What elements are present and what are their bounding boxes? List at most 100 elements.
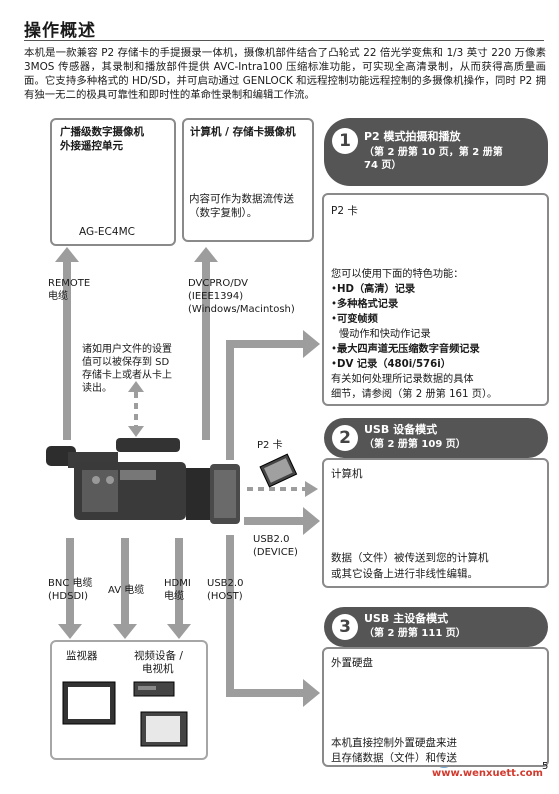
mode1-header: 1 P2 模式拍摄和播放 （第 2 册第 10 页，第 2 册第 74 页）: [324, 118, 548, 186]
av-arrow-head: [113, 624, 137, 639]
mode2-title: USB 设备模式: [364, 423, 438, 436]
p2-outro-1: 有关如何处理所记录数据的具体: [331, 374, 474, 385]
title-divider: [24, 40, 544, 41]
remote-cable-label-1: REMOTE: [48, 278, 91, 289]
sd-card-note: 诸如用户文件的设置 值可以被保存到 SD 存储卡上或者从卡上 读出。: [82, 343, 172, 395]
hdmi-arrow-shaft: [175, 538, 183, 626]
monitor-label: 监视器: [66, 650, 98, 662]
computer-box-title: 计算机: [331, 468, 363, 480]
bnc-cable-label: BNC 电缆 (HDSDI): [48, 577, 93, 603]
usb-host-label-2: (HOST): [207, 591, 243, 602]
video-device-label-2: 电视机: [142, 663, 174, 675]
p2-card-small-icon: [259, 453, 298, 488]
usb-host-label: USB2.0 (HOST): [207, 577, 243, 603]
video-device-label-1: 视频设备 /: [134, 650, 183, 662]
hdmi-label-1: HDMI: [164, 578, 191, 589]
sd-dashed-down-head: [128, 426, 144, 437]
remote-model: AG-EC4MC: [79, 226, 135, 238]
dashed-arrows: [134, 392, 305, 491]
bnc-arrow-shaft: [66, 538, 74, 626]
dvcpro-arrow-head: [194, 247, 218, 262]
usb-device-label: USB2.0 (DEVICE): [253, 533, 298, 559]
p2-feature-3: •可变帧频: [331, 314, 378, 325]
computer-desc-2: 或其它设备上进行非线性编辑。: [331, 568, 478, 580]
p2-feature-2: •多种格式记录: [331, 299, 399, 310]
mode1-number: 1: [332, 128, 358, 154]
monitor-icon: [62, 681, 116, 725]
p2-feature-1: •HD（高清）记录: [331, 284, 416, 295]
hdd-box-title: 外置硬盘: [331, 657, 373, 669]
remote-cable-label: REMOTE 电缆: [48, 277, 90, 303]
p2-feature-5: •DV 记录（480i/576i）: [331, 359, 451, 370]
page-title: 操作概述: [24, 21, 96, 41]
p2-feature-3-sub: 慢动作和快动作记录: [339, 329, 431, 340]
mode3-title: USB 主设备模式: [364, 612, 449, 625]
mode1-title: P2 模式拍摄和播放: [364, 130, 461, 143]
p2-card-label: P2 卡: [257, 440, 283, 451]
dvcpro-label-1: DVCPRO/DV: [188, 278, 248, 289]
p2-card-box: P2 卡 您可以使用下面的特色功能： •HD（高清）记录 •多种格式记录 •可变…: [322, 193, 549, 406]
remote-arrow-shaft: [63, 262, 71, 440]
sd-note-4: 读出。: [82, 383, 112, 394]
p2-feature-list: 您可以使用下面的特色功能： •HD（高清）记录 •多种格式记录 •可变帧频 慢动…: [331, 267, 545, 402]
bnc-arrow-head: [58, 624, 82, 639]
remote-box-title-1: 广播级数字摄像机: [60, 126, 144, 138]
pc-storage-desc-2: （数字复制）。: [189, 207, 258, 219]
camcorder-icon: [46, 438, 240, 524]
monitor-devices-box: 监视器 视频设备 / 电视机: [50, 640, 208, 760]
hdd-desc-1: 本机直接控制外置硬盘来进: [331, 737, 457, 749]
remote-unit-box: 广播级数字摄像机 外接遥控单元 AG-EC4MC: [50, 118, 176, 246]
dvcpro-arrow-shaft: [202, 262, 210, 440]
mode3-number: 3: [332, 614, 358, 640]
page-number: 5: [542, 761, 549, 772]
av-arrow-shaft: [121, 538, 129, 626]
mode3-header: 3 USB 主设备模式 （第 2 册第 111 页）: [324, 607, 548, 647]
mode2-number: 2: [332, 425, 358, 451]
remote-box-title-2: 外接遥控单元: [60, 140, 123, 152]
video-deck-icon: [133, 681, 175, 697]
p2-feature-4: •最大四声道无压缩数字音频记录: [331, 344, 480, 355]
mode1-ref-2: 74 页）: [364, 160, 402, 171]
hdmi-arrow-head: [167, 624, 191, 639]
p2-path-horizontal: [226, 340, 306, 348]
intro-paragraph: 本机是一款兼容 P2 存储卡的手提摄录一体机，摄像机部件结合了凸轮式 22 倍光…: [24, 47, 546, 101]
p2-outro-2: 细节，请参阅（第 2 册第 161 页）。: [331, 389, 498, 400]
usb-device-head: [303, 507, 320, 535]
usb-host-horizontal: [226, 689, 306, 697]
pc-storage-desc-1: 内容可作为数据流传送: [189, 193, 294, 205]
usb-device-label-2: (DEVICE): [253, 547, 298, 558]
mode1-ref-1: （第 2 册第 10 页，第 2 册第: [364, 147, 503, 158]
pc-storage-box: 计算机 / 存储卡摄像机 内容可作为数据流传送 （数字复制）。: [182, 118, 314, 242]
av-cable-label: AV 电缆: [108, 585, 145, 596]
p2-features-intro: 您可以使用下面的特色功能：: [331, 269, 464, 280]
hdmi-label-2: 电缆: [164, 591, 184, 602]
wireless-dashed-head: [305, 481, 318, 497]
usb-host-head: [303, 679, 320, 707]
bnc-label-1: BNC 电缆: [48, 578, 93, 589]
dvcpro-label: DVCPRO/DV (IEEE1394) (Windows/Macintosh): [188, 277, 295, 316]
p2-path-vertical: [226, 340, 234, 460]
tv-icon: [140, 711, 188, 747]
pc-storage-title: 计算机 / 存储卡摄像机: [190, 126, 296, 138]
mode2-header: 2 USB 设备模式 （第 2 册第 109 页）: [324, 418, 548, 458]
sd-note-2: 值可以被保存到 SD: [82, 357, 170, 368]
mode3-ref: （第 2 册第 111 页）: [364, 628, 466, 639]
computer-box: 计算机 数据（文件）被传送到您的计算机 或其它设备上进行非线性编辑。: [322, 458, 549, 588]
dvcpro-label-2: (IEEE1394): [188, 291, 244, 302]
remote-arrow-head: [55, 247, 79, 262]
p2-box-title: P2 卡: [331, 205, 358, 217]
computer-desc-1: 数据（文件）被传送到您的计算机: [331, 552, 489, 564]
remote-cable-label-2: 电缆: [48, 291, 68, 302]
watermark-url: www.wenxuett.com: [432, 768, 543, 779]
hdmi-cable-label: HDMI 电缆: [164, 577, 191, 603]
bnc-label-2: (HDSDI): [48, 591, 89, 602]
connector-arrows: [55, 247, 320, 707]
usb-host-vertical: [226, 535, 234, 697]
hdd-desc-2: 且存储数据（文件）和传送: [331, 752, 457, 764]
dvcpro-label-3: (Windows/Macintosh): [188, 304, 295, 315]
mode2-ref: （第 2 册第 109 页）: [364, 439, 466, 450]
usb-host-label-1: USB2.0: [207, 578, 244, 589]
sd-note-3: 存储卡上或者从卡上: [82, 370, 172, 381]
sd-note-1: 诸如用户文件的设置: [82, 344, 172, 355]
usb-device-shaft: [244, 517, 304, 525]
